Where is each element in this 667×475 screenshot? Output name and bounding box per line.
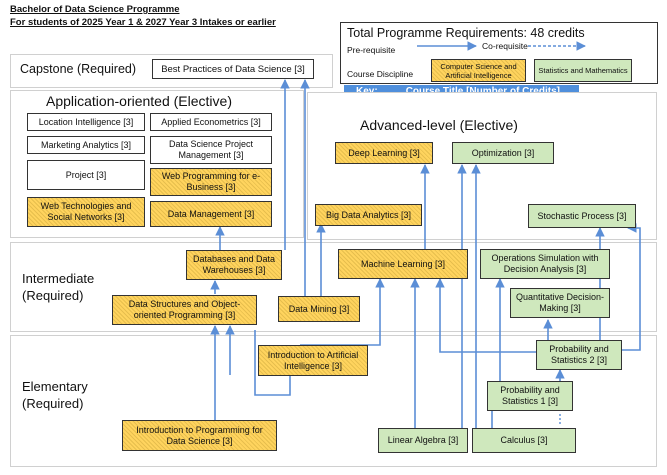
- course-calculus[interactable]: Calculus [3]: [472, 428, 576, 453]
- course-ds-project-management[interactable]: Data Science Project Management [3]: [150, 136, 272, 164]
- course-prob-stats-2[interactable]: Probability and Statistics 2 [3]: [536, 340, 622, 370]
- advanced-label: Advanced-level (Elective): [360, 117, 518, 133]
- course-data-structures[interactable]: Data Structures and Object-oriented Prog…: [112, 295, 257, 325]
- intake-subtitle: For students of 2025 Year 1 & 2027 Year …: [10, 17, 276, 28]
- discipline-label: Course Discipline: [347, 69, 414, 79]
- course-data-management[interactable]: Data Management [3]: [150, 201, 272, 227]
- course-web-technologies[interactable]: Web Technologies and Social Networks [3]: [27, 197, 145, 227]
- course-data-mining[interactable]: Data Mining [3]: [278, 296, 360, 322]
- intermediate-label: Intermediate (Required): [22, 271, 95, 303]
- course-project[interactable]: Project [3]: [27, 160, 145, 190]
- course-databases[interactable]: Databases and Data Warehouses [3]: [186, 250, 282, 280]
- course-best-practices[interactable]: Best Practices of Data Science [3]: [152, 59, 314, 79]
- course-linear-algebra[interactable]: Linear Algebra [3]: [378, 428, 468, 453]
- course-marketing-analytics[interactable]: Marketing Analytics [3]: [27, 136, 145, 154]
- key-label: Key:: [356, 86, 378, 97]
- course-big-data-analytics[interactable]: Big Data Analytics [3]: [315, 204, 422, 226]
- programme-title: Bachelor of Data Science Programme: [10, 4, 180, 15]
- key-text: Course Title [Number of Credits]: [406, 86, 560, 97]
- course-machine-learning[interactable]: Machine Learning [3]: [338, 249, 468, 279]
- course-quantitative-decision[interactable]: Quantitative Decision-Making [3]: [510, 288, 610, 318]
- application-label: Application-oriented (Elective): [46, 93, 232, 109]
- legend-stats-swatch: Statistics and Mathematics: [534, 59, 632, 82]
- course-optimization[interactable]: Optimization [3]: [452, 142, 554, 164]
- course-location-intelligence[interactable]: Location Intelligence [3]: [27, 113, 145, 131]
- course-prob-stats-1[interactable]: Probability and Statistics 1 [3]: [487, 381, 573, 411]
- course-intro-ai[interactable]: Introduction to Artificial Intelligence …: [258, 345, 368, 376]
- legend-box: Total Programme Requirements: 48 credits…: [340, 22, 658, 84]
- elementary-label: Elementary (Required): [22, 379, 88, 411]
- capstone-label: Capstone (Required): [20, 62, 137, 76]
- course-intro-programming[interactable]: Introduction to Programming for Data Sci…: [122, 420, 277, 451]
- course-stochastic-process[interactable]: Stochastic Process [3]: [528, 204, 636, 228]
- course-web-programming[interactable]: Web Programming for e-Business [3]: [150, 168, 272, 196]
- total-requirements: Total Programme Requirements: 48 credits: [347, 26, 585, 40]
- prereq-label: Pre-requisite: [347, 45, 396, 55]
- course-deep-learning[interactable]: Deep Learning [3]: [335, 142, 433, 164]
- coreq-label: Co-requisite: [482, 41, 528, 51]
- course-operations-simulation[interactable]: Operations Simulation with Decision Anal…: [480, 249, 610, 279]
- course-applied-econometrics[interactable]: Applied Econometrics [3]: [150, 113, 272, 131]
- legend-cs-swatch: Computer Science and Artificial Intellig…: [431, 59, 526, 82]
